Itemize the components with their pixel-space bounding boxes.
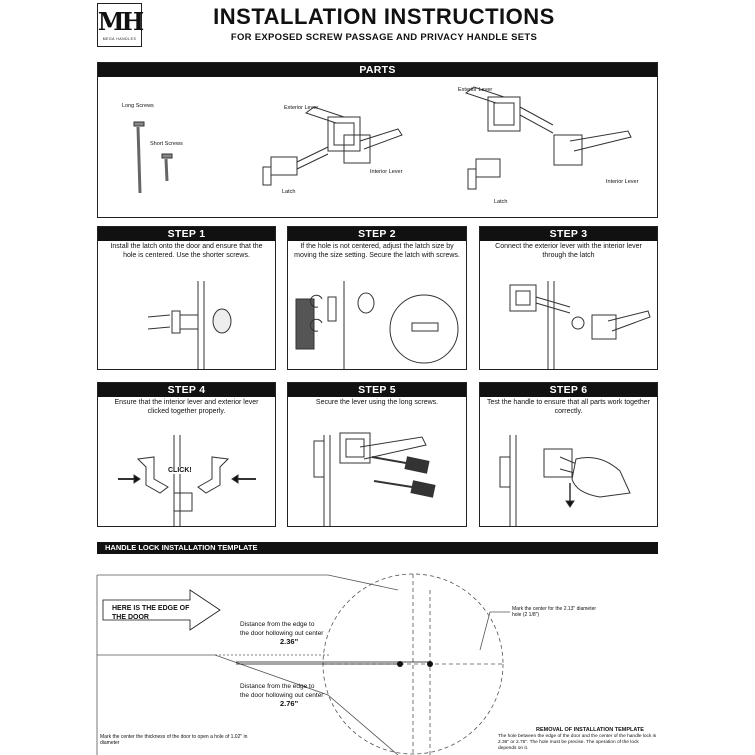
label-latch-2: Latch xyxy=(494,199,508,205)
template-distance-1-value: 2.36" xyxy=(280,637,299,646)
parts-title: PARTS xyxy=(98,63,657,77)
step-3-text: Connect the exterior lever with the inte… xyxy=(495,243,642,259)
template-thickness-note: Mark the center the thickness of the doo… xyxy=(100,734,248,746)
step-3-title: STEP 3 xyxy=(480,227,657,241)
template-distance-2-value: 2.76" xyxy=(280,699,299,708)
step-2-text: If the hole is not centered, adjust the … xyxy=(294,243,460,259)
label-exterior-lever-1: Exterior Lever xyxy=(284,105,319,111)
label-exterior-lever-2: Exterior Lever xyxy=(458,87,493,93)
step-4-text: Ensure that the interior lever and exter… xyxy=(114,399,259,415)
template-removal-title: REMOVAL OF INSTALLATION TEMPLATE xyxy=(536,727,644,733)
step-5-text: Secure the lever using the long screws. xyxy=(315,399,439,406)
step-5-illustration xyxy=(313,432,436,526)
parts-panel: PARTS xyxy=(97,62,658,218)
template-distance-2-text: Distance from the edge to the door hollo… xyxy=(240,683,324,699)
step-1-illustration xyxy=(147,281,232,369)
template-removal-text: The hole between the edge of the door an… xyxy=(498,734,657,751)
step-2-illustration xyxy=(295,281,459,369)
step-1-panel: STEP 1 Install the latch onto the door a… xyxy=(97,226,276,370)
label-long-screws: Long Screws xyxy=(122,103,154,109)
step-6-title: STEP 6 xyxy=(480,383,657,397)
step-5-panel: STEP 5 Secure the lever using the long s… xyxy=(287,382,467,527)
label-interior-lever-2: Interior Lever xyxy=(606,179,639,185)
logo-mark: MH xyxy=(97,7,144,36)
step-1-title: STEP 1 xyxy=(98,227,275,241)
step-3-panel: STEP 3 Connect the exterior lever with t… xyxy=(479,226,658,370)
label-interior-lever-1: Interior Lever xyxy=(370,169,403,175)
parts-illustration xyxy=(133,86,632,194)
template-edge-label: HERE IS THE EDGE OF THE DOOR xyxy=(112,605,190,621)
page-title: INSTALLATION INSTRUCTIONS xyxy=(213,4,555,29)
step-4-illustration xyxy=(118,435,256,526)
step-1-text: Install the latch onto the door and ensu… xyxy=(110,243,263,259)
step-4-panel: STEP 4 Ensure that the interior lever an… xyxy=(97,382,276,527)
logo-subtitle: MEGA HANDLES xyxy=(102,37,137,41)
label-latch-1: Latch xyxy=(282,189,296,195)
step-4-title: STEP 4 xyxy=(98,383,275,397)
template-distance-1-text: Distance from the edge to the door hollo… xyxy=(240,621,324,637)
template-title: HANDLE LOCK INSTALLATION TEMPLATE xyxy=(97,542,658,554)
step-5-title: STEP 5 xyxy=(288,383,466,397)
step-6-text: Test the handle to ensure that all parts… xyxy=(486,399,651,415)
step-6-illustration xyxy=(499,435,631,526)
step-3-illustration xyxy=(509,281,651,369)
label-short-screws: Short Screws xyxy=(150,141,183,147)
brand-logo: MH MEGA HANDLES xyxy=(97,3,144,47)
page-subtitle: FOR EXPOSED SCREW PASSAGE AND PRIVACY HA… xyxy=(230,32,538,43)
template-mark-center: Mark the center for the 2.13" diameter h… xyxy=(512,606,597,618)
step-2-title: STEP 2 xyxy=(288,227,466,241)
click-callout: CLICK! xyxy=(168,467,192,474)
step-2-panel: STEP 2 If the hole is not centered, adju… xyxy=(287,226,467,370)
step-6-panel: STEP 6 Test the handle to ensure that al… xyxy=(479,382,658,527)
